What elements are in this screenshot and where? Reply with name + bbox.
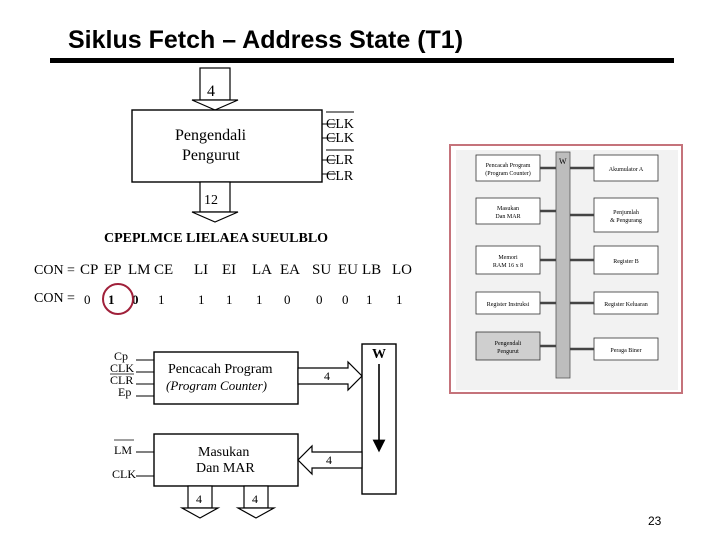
pc-signal-1: CLK (110, 361, 134, 375)
con-value-6: 1 (256, 292, 263, 307)
sap-block-label-1: Masukan (497, 206, 519, 212)
con-value-4: 1 (198, 292, 205, 307)
sap-block-label-6: Penjumlah (613, 210, 639, 216)
controller-label-1: Pengendali (175, 127, 247, 144)
slide-title: Siklus Fetch – Address State (T1) (68, 26, 464, 54)
pc-bus-width: 4 (324, 369, 330, 383)
sap-bus-label: W (559, 157, 567, 166)
con-name-3: CE (154, 262, 173, 278)
controller-label-2: Pengurut (182, 147, 240, 164)
controller-input-bus: 4 (207, 83, 215, 100)
title-underline (50, 58, 674, 63)
sap-block-sublabel-2: RAM 16 x 8 (493, 263, 523, 269)
sap-block-1 (475, 197, 541, 225)
con-name-6: LA (252, 262, 272, 278)
sap-block-label-4: Pengendali (495, 341, 522, 347)
w-bus-label: W (372, 347, 386, 362)
con-value-3: 1 (158, 292, 165, 307)
sap-block-label-2: Memori (498, 255, 518, 261)
sap-block-5 (593, 154, 659, 182)
mar-box (153, 433, 299, 487)
sap-block-label-7: Register B (613, 259, 639, 265)
sap-w-bus (555, 151, 571, 379)
highlight-ep-circle (102, 283, 134, 315)
controller-input-arrow (191, 67, 239, 111)
pc-to-bus-arrow (297, 360, 363, 392)
mar-label-2: Dan MAR (196, 461, 255, 476)
mar-output-arrows (179, 485, 277, 519)
controller-signal-0: CLK (326, 117, 354, 132)
mar-bus-width: 4 (326, 453, 332, 467)
con-name-2: LM (128, 262, 151, 278)
con-name-5: EI (222, 262, 236, 278)
controller-signal-2: CLR (326, 153, 354, 168)
controller-signal-3: CLR (326, 169, 354, 184)
con-value-11: 1 (396, 292, 403, 307)
mar-signal-lines (114, 439, 154, 477)
con-name-10: LB (362, 262, 381, 278)
mar-label-1: Masukan (198, 445, 249, 460)
con-names-prefix: CON = (34, 263, 75, 278)
con-value-8: 0 (316, 292, 323, 307)
con-name-8: SU (312, 262, 331, 278)
sap-block-sublabel-4: Pengurut (497, 349, 519, 355)
mar-out-0: 4 (196, 492, 202, 506)
control-word-header: CPEPLMCE LIELAEA SUEULBLO (104, 231, 328, 246)
pc-signal-2: CLR (110, 373, 133, 387)
pc-label-2: (Program Counter) (166, 378, 267, 393)
sap-block-7 (593, 245, 659, 275)
con-name-7: EA (280, 262, 300, 278)
mar-signal-0: LM (114, 443, 132, 457)
sap-block-label-5: Akumulator A (609, 167, 644, 173)
sap-block-2 (475, 245, 541, 275)
con-name-11: LO (392, 262, 412, 278)
con-value-7: 0 (284, 292, 291, 307)
controller-output-bus: 12 (204, 193, 218, 208)
con-value-2: 0 (132, 292, 139, 307)
sap-block-label-3: Register Instruksi (487, 302, 530, 308)
pc-label-1: Pencacah Program (168, 362, 273, 377)
pc-signal-0: Cp (114, 349, 128, 363)
con-value-10: 1 (366, 292, 373, 307)
sap-blocks: Pencacah Program(Program Counter) Masukan… (475, 154, 659, 361)
sap-block-sublabel-1: Dan MAR (495, 214, 520, 220)
sap-block-4 (475, 331, 541, 361)
con-name-4: LI (194, 262, 208, 278)
pc-signal-lines (136, 359, 154, 397)
controller-output-arrow (191, 181, 239, 223)
sap-block-label-8: Register Keluaran (604, 302, 647, 308)
pc-signal-3: Ep (118, 385, 131, 399)
con-name-1: EP (104, 262, 122, 278)
con-name-0: CP (80, 262, 98, 278)
con-value-9: 0 (342, 292, 349, 307)
sap-block-label-0: Pencacah Program (486, 163, 531, 169)
controller-signal-1: CLK (326, 131, 354, 146)
sap-block-0 (475, 154, 541, 182)
controller-signal-lines (322, 111, 354, 175)
sap-block-label-9: Peraga Biner (610, 348, 641, 354)
con-signal-values: 0 1 0 1 1 1 1 0 0 0 1 1 (84, 292, 403, 307)
bus-to-mar-arrow (297, 444, 363, 476)
page-number: 23 (648, 514, 662, 528)
con-value-5: 1 (226, 292, 233, 307)
con-name-9: EU (338, 262, 358, 278)
con-value-0: 0 (84, 292, 91, 307)
sap-block-6 (593, 197, 659, 233)
mar-out-1: 4 (252, 492, 258, 506)
controller-box (131, 109, 323, 183)
con-values-prefix: CON = (34, 291, 75, 306)
mar-signal-1: CLK (112, 467, 136, 481)
sap-block-sublabel-6: & Pengurang (610, 218, 642, 224)
con-value-1: 1 (108, 292, 115, 307)
sap-block-sublabel-0: (Program Counter) (485, 170, 531, 177)
